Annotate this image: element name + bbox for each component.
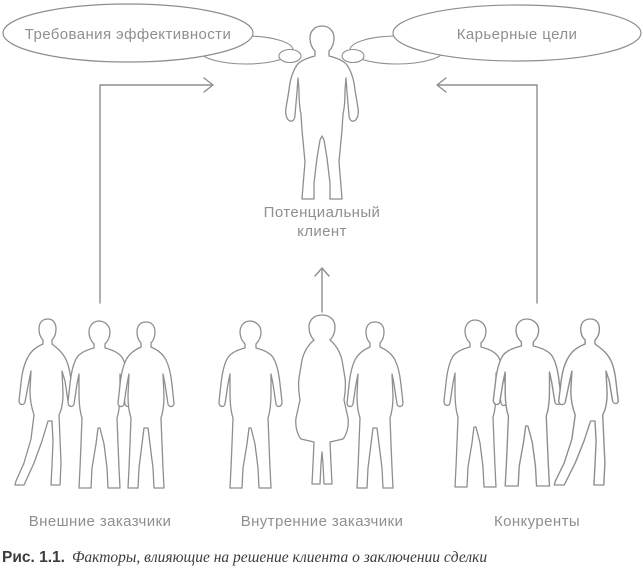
group-external-customers xyxy=(14,318,175,489)
person-silhouette-competitor-3 xyxy=(553,318,619,486)
person-silhouette-internal-3 xyxy=(346,321,404,489)
group-internal-customers xyxy=(218,314,404,489)
group-label-external: Внешние заказчики xyxy=(28,513,172,530)
group-label-internal: Внутренние заказчики xyxy=(240,513,404,530)
figure-caption: Рис. 1.1. Факторы, влияющие на решение кл… xyxy=(2,549,487,567)
thought-tail-small-right xyxy=(341,48,365,64)
arrow-from-internal xyxy=(314,267,330,313)
person-silhouette-internal-1 xyxy=(218,320,283,489)
group-label-competitors: Конкуренты xyxy=(493,513,581,530)
group-competitors xyxy=(443,318,619,488)
arrow-from-external xyxy=(99,77,214,304)
person-silhouette-external-1 xyxy=(14,318,74,486)
potential-client-label: Потенциальный клиент xyxy=(263,204,381,240)
diagram-canvas xyxy=(2,3,642,489)
thought-bubble-right xyxy=(392,4,642,62)
thought-tail-small-left xyxy=(278,48,302,64)
arrow-from-competitors xyxy=(436,77,538,304)
thought-bubble-left-label: Требования эффективности xyxy=(24,26,232,43)
figure-caption-text: Факторы, влияющие на решение клиента о з… xyxy=(71,549,488,566)
thought-bubble-left xyxy=(2,3,254,63)
person-silhouette-potential-client xyxy=(286,26,359,199)
thought-bubble-right-label: Карьерные цели xyxy=(456,26,578,43)
person-silhouette-internal-2 xyxy=(295,314,349,485)
figure-caption-number: Рис. 1.1. xyxy=(2,549,65,566)
